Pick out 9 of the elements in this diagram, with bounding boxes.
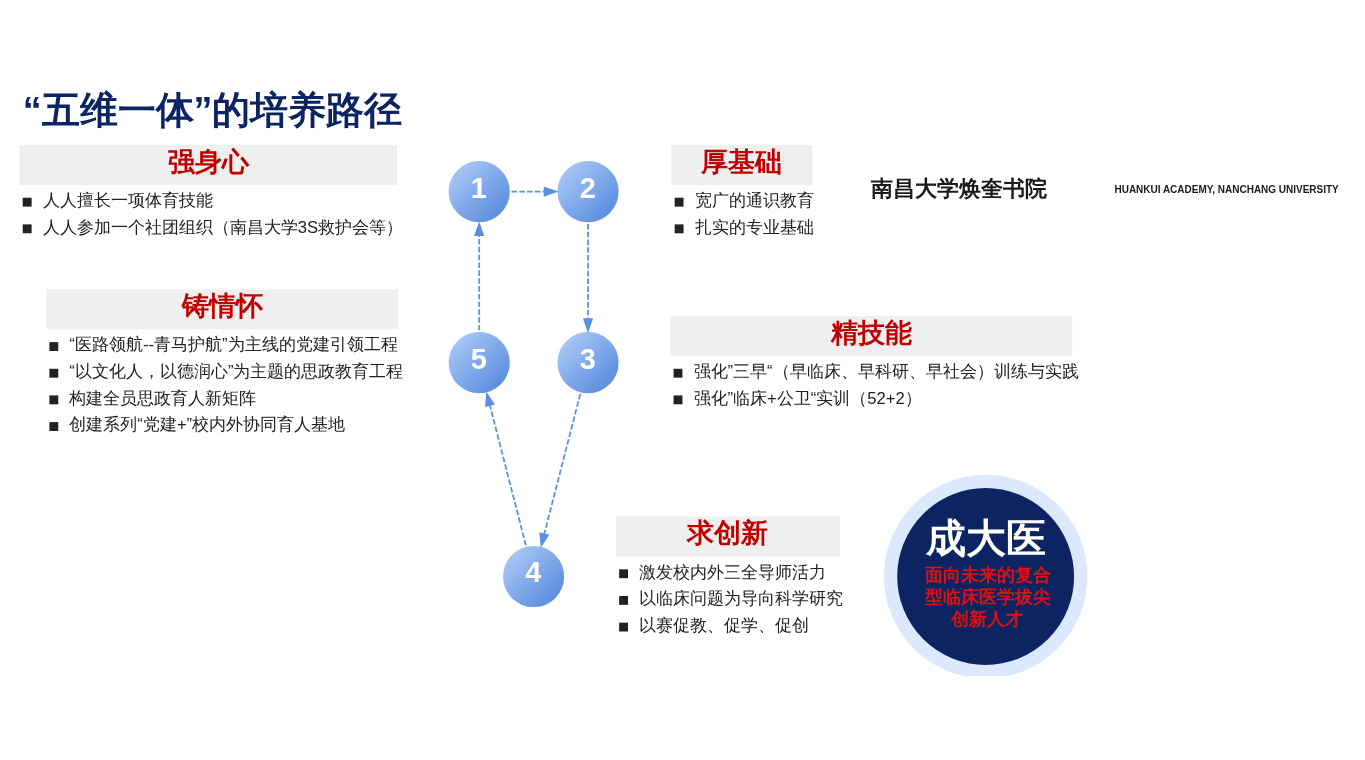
arrow: [538, 392, 581, 548]
arrow: [473, 220, 484, 331]
label: 南昌大学焕奎书院: [870, 175, 1047, 201]
arrow: [484, 390, 527, 546]
arrow: [510, 186, 558, 197]
label: HUANKUI ACADEMY, NANCHANG UNIVERSITY: [1113, 183, 1339, 195]
arrow: [582, 222, 593, 333]
diagram-title: “五维一体”的培养路径: [22, 88, 402, 131]
node-circle: 成大医 面向未来的复合型临床医学拔尖创新人才: [883, 474, 1087, 676]
